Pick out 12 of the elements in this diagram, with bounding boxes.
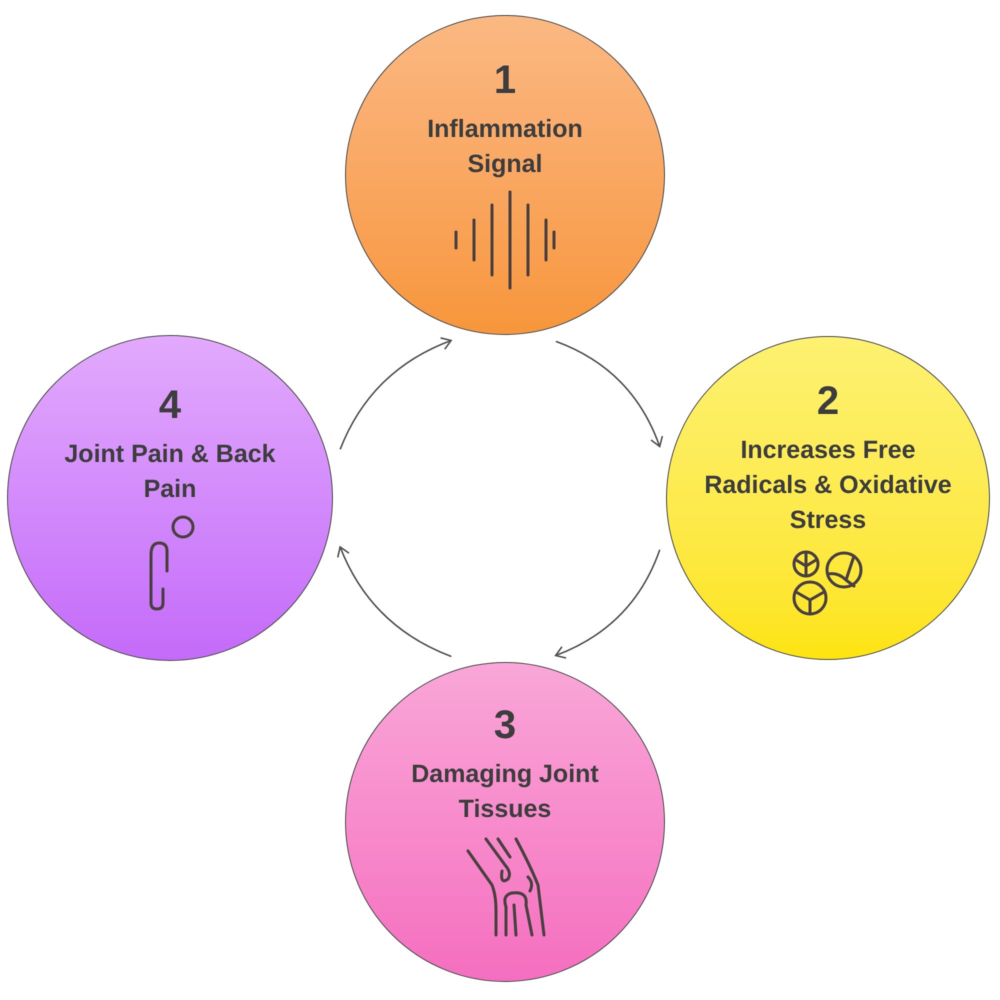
step-number: 2: [816, 380, 840, 420]
step-number: 1: [494, 60, 516, 100]
curved-arrow: [339, 337, 452, 450]
step-title: Damaging Joint Tissues: [410, 759, 600, 825]
curved-arrow: [337, 546, 452, 658]
step-number: 4: [158, 385, 182, 425]
step-title: Increases Free Radicals & Oxidative Stress: [703, 434, 953, 536]
step-number: 3: [494, 705, 516, 745]
curved-arrow: [556, 340, 663, 448]
step-title: Inflammation Signal: [426, 114, 584, 180]
step-title: Joint Pain & Back Pain: [63, 439, 277, 505]
curved-arrow: [554, 549, 661, 658]
